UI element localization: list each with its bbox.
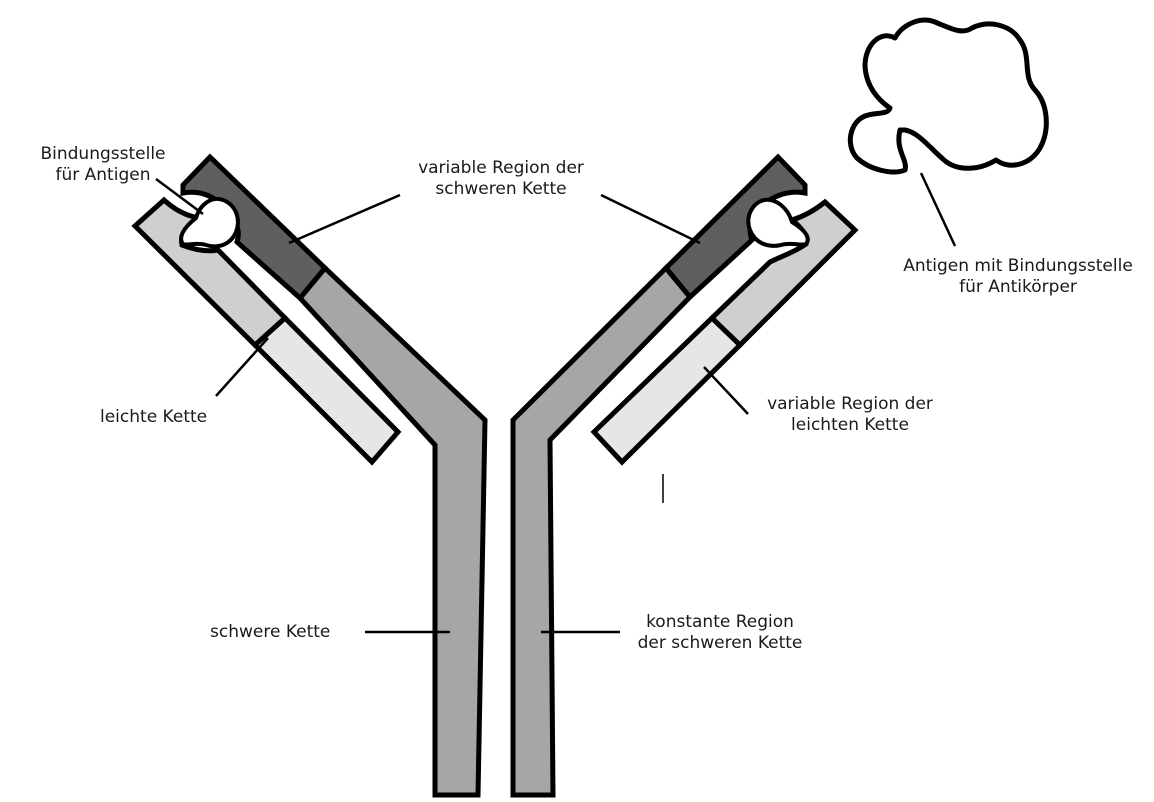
leader-binding-site (155, 177, 204, 216)
leader-variable-heavy-right (600, 193, 701, 245)
left-heavy-chain-constant (296, 264, 488, 798)
label-binding-site-antigen: Bindungsstelle für Antigen (40, 144, 166, 185)
left-antigen-binding-site (179, 197, 240, 249)
label-variable-region-light: variable Region der leichten Kette (767, 394, 933, 435)
label-heavy-chain: schwere Kette (210, 622, 331, 642)
leader-light-chain (215, 337, 269, 397)
leader-variable-light (703, 366, 749, 415)
right-antigen-binding-site (746, 197, 810, 248)
leader-antigen (919, 172, 957, 247)
label-constant-region-heavy: konstante Region der schweren Kette (637, 612, 803, 653)
label-light-chain: leichte Kette (100, 407, 208, 427)
right-heavy-chain-constant (510, 264, 694, 798)
antigen (847, 17, 1049, 175)
leader-lines (155, 172, 957, 634)
leader-variable-heavy-left (288, 193, 401, 245)
label-antigen-binding-site: Antigen mit Bindungsstelle für Antikörpe… (903, 256, 1133, 297)
label-variable-region-heavy: variable Region der schweren Kette (418, 158, 584, 199)
